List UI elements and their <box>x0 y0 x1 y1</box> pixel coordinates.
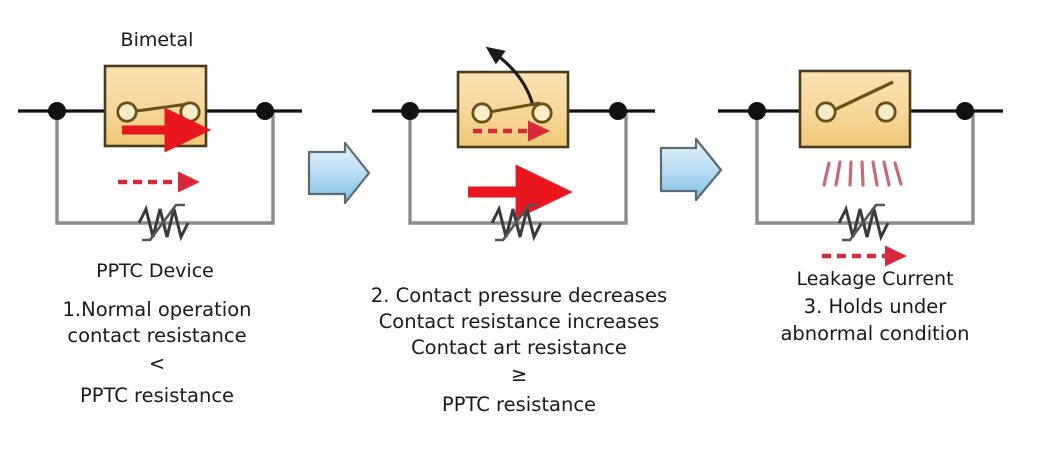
caption-panel-pressure-line-5: PPTC resistance <box>441 393 597 416</box>
contact-terminal-right <box>875 101 897 123</box>
panel-normal-circuit <box>18 64 302 242</box>
caption-panel-hold-line-1: 3. Holds under <box>803 295 947 318</box>
caption-panel-pressure-line-4: ≥ <box>510 363 528 386</box>
node-dot-left <box>401 102 419 120</box>
switch-blade-closed <box>128 102 189 114</box>
contact-terminal-right <box>531 102 553 124</box>
node-dot-right <box>956 102 974 120</box>
transition-1-to-2 <box>307 141 371 205</box>
bimetal-motion-arrow-icon <box>485 46 535 107</box>
contact-terminal-left <box>116 101 138 123</box>
caption-panel-normal-line-2: contact resistance <box>67 324 247 347</box>
node-dot-left <box>48 102 66 120</box>
node-dot-left <box>748 102 766 120</box>
block-arrow-right-icon <box>659 137 723 202</box>
contact-terminal-left <box>471 102 493 124</box>
caption-panel-normal-line-4: PPTC resistance <box>79 384 235 407</box>
panel-pressure-circuit <box>372 46 655 242</box>
caption-panel-normal-line-1: 1.Normal operation <box>62 298 252 321</box>
label-leakage-current: Leakage Current <box>796 268 954 290</box>
heat-hatch-marks-icon <box>822 160 903 187</box>
pptc-resistor-symbol <box>837 203 890 242</box>
contact-terminal-left <box>815 101 837 123</box>
caption-panel-hold-line-2: abnormal condition <box>780 322 970 345</box>
switch-blade-lifting <box>483 101 541 115</box>
pptc-resistor-symbol <box>137 203 190 242</box>
label-pptc-device: PPTC Device <box>96 260 214 282</box>
block-arrow-right-icon <box>307 141 371 205</box>
node-dot-right <box>256 102 274 120</box>
pptc-resistor-symbol <box>490 203 543 242</box>
caption-panel-pressure-line-1: 2. Contact pressure decreases <box>370 284 668 307</box>
panel-hold-circuit <box>718 69 1003 267</box>
label-bimetal: Bimetal <box>120 29 194 51</box>
caption-panel-pressure-line-3: Contact art resistance <box>411 336 627 359</box>
caption-panel-pressure-line-2: Contact resistance increases <box>378 310 660 333</box>
caption-panel-normal-line-3: < <box>148 352 166 375</box>
switch-blade-open <box>829 80 894 114</box>
contact-terminal-right <box>179 101 201 123</box>
node-dot-right <box>609 102 627 120</box>
transition-2-to-3 <box>659 137 723 202</box>
